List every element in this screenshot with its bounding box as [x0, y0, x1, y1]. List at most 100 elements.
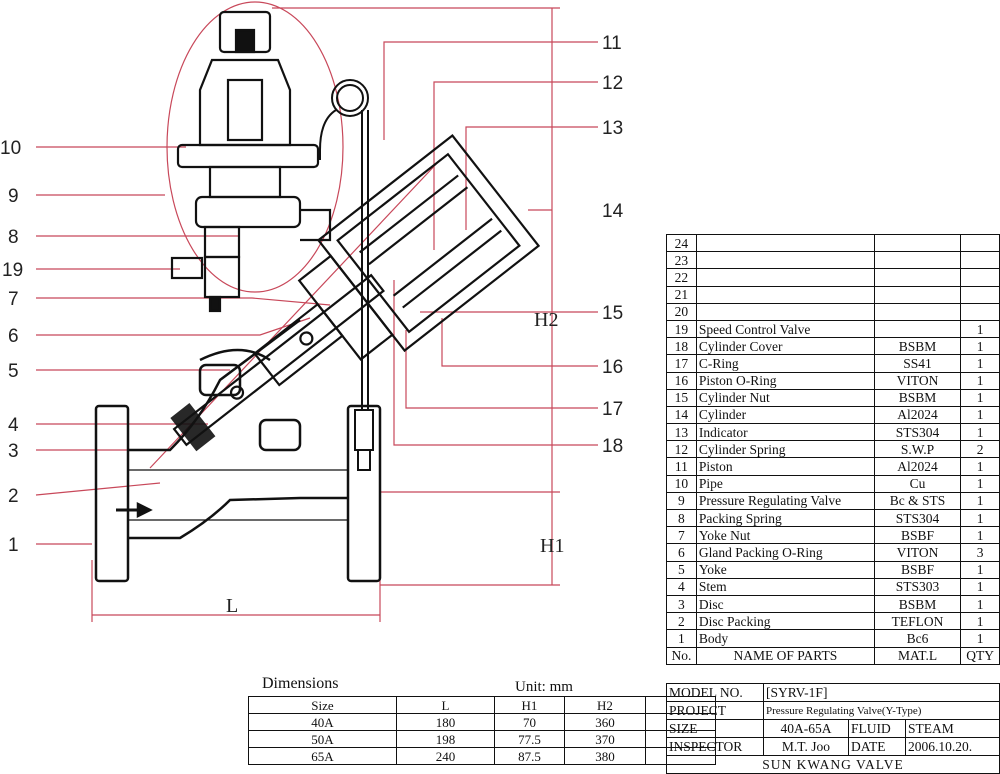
callout-11: 11 [602, 33, 622, 54]
part-quantity [960, 268, 1000, 287]
part-name: Yoke [695, 560, 875, 579]
dimension-cell: 370 [564, 730, 646, 748]
header-material: MAT.L [873, 646, 962, 665]
callout-8: 8 [8, 227, 19, 248]
part-quantity: 1 [960, 629, 1000, 648]
table-row: 22 [666, 268, 1000, 287]
callout-13: 13 [602, 118, 623, 139]
part-name: Gland Packing O-Ring [695, 543, 875, 562]
part-name: Pressure Regulating Valve [695, 491, 875, 511]
title-block: MODEL NO. [SYRV-1F] PROJECT Pressure Reg… [666, 683, 1000, 774]
part-material: STS304 [873, 423, 962, 442]
part-material: TEFLON [873, 612, 962, 631]
dimension-cell: 77.5 [494, 730, 565, 748]
callout-6: 6 [8, 326, 19, 347]
part-quantity: 1 [960, 474, 1000, 493]
part-material: VITON [873, 543, 962, 562]
dimension-cell: 360 [564, 713, 646, 731]
dimension-cell: H1 [494, 696, 565, 714]
dimension-cell: 65A [248, 747, 397, 765]
part-material: BSBM [873, 594, 962, 614]
part-quantity: 1 [960, 594, 1000, 614]
part-quantity: 2 [960, 440, 1000, 459]
part-quantity: 1 [960, 405, 1000, 425]
part-number: 24 [666, 233, 697, 253]
part-name: Packing Spring [695, 508, 875, 528]
part-number: 1 [666, 629, 697, 648]
part-name [695, 285, 875, 304]
part-material [873, 285, 962, 304]
callout-12: 12 [602, 73, 623, 94]
empty-cell [645, 747, 716, 765]
part-material [873, 319, 962, 339]
table-row: 21 [666, 285, 1000, 304]
part-name: Disc Packing [695, 612, 875, 631]
dimension-cell: 198 [396, 730, 495, 748]
pipe [319, 79, 374, 471]
part-quantity [960, 251, 1000, 270]
header-quantity: QTY [960, 646, 1000, 665]
part-quantity: 1 [960, 354, 1000, 373]
dim-label-h1: H1 [540, 535, 564, 557]
part-quantity: 1 [960, 577, 1000, 596]
part-quantity: 1 [960, 337, 1000, 356]
company-name: SUN KWANG VALVE [666, 755, 1000, 774]
part-quantity: 1 [960, 371, 1000, 390]
part-quantity: 1 [960, 319, 1000, 339]
part-quantity: 1 [960, 491, 1000, 511]
table-row: 20 [666, 302, 1000, 321]
empty-cell [645, 713, 716, 731]
part-name: Cylinder Nut [695, 388, 875, 407]
dimension-cell: 180 [396, 713, 495, 731]
right-leader-lines [149, 41, 598, 469]
part-material: BSBM [873, 337, 962, 356]
callout-7: 7 [8, 289, 19, 310]
inspector-value: M.T. Joo [763, 737, 849, 756]
part-name: Cylinder Cover [695, 337, 875, 356]
header-name: NAME OF PARTS [695, 646, 875, 665]
part-number: 4 [666, 577, 697, 596]
project-value: Pressure Regulating Valve(Y-Type) [763, 701, 1000, 720]
dimension-cell: Size [248, 696, 397, 714]
part-material: BSBF [873, 560, 962, 579]
part-number: 22 [666, 268, 697, 287]
part-number: 5 [666, 560, 697, 579]
fluid-value: STEAM [905, 719, 1000, 738]
dimension-cell: 240 [396, 747, 495, 765]
part-material: Cu [873, 474, 962, 493]
callout-18: 18 [602, 436, 623, 457]
part-material: BSBF [873, 526, 962, 545]
dim-label-h2: H2 [534, 309, 558, 331]
part-material: VITON [873, 371, 962, 390]
part-name: Piston [695, 457, 875, 476]
fluid-label: FLUID [848, 719, 906, 738]
dim-label-l: L [226, 595, 238, 617]
part-quantity: 1 [960, 423, 1000, 442]
part-name [695, 251, 875, 270]
part-material [873, 302, 962, 321]
valve-body [94, 319, 382, 583]
dimension-cell: 50A [248, 730, 397, 748]
part-name: Piston O-Ring [695, 371, 875, 390]
dimension-cell: 70 [494, 713, 565, 731]
part-quantity: 1 [960, 508, 1000, 528]
callout-9: 9 [8, 186, 19, 207]
part-quantity: 1 [960, 526, 1000, 545]
part-material: STS304 [873, 508, 962, 528]
part-name [695, 233, 875, 253]
part-material: BSBM [873, 388, 962, 407]
part-number: 12 [666, 440, 697, 459]
part-material [873, 251, 962, 270]
part-number: 18 [666, 337, 697, 356]
empty-cell [645, 730, 716, 748]
